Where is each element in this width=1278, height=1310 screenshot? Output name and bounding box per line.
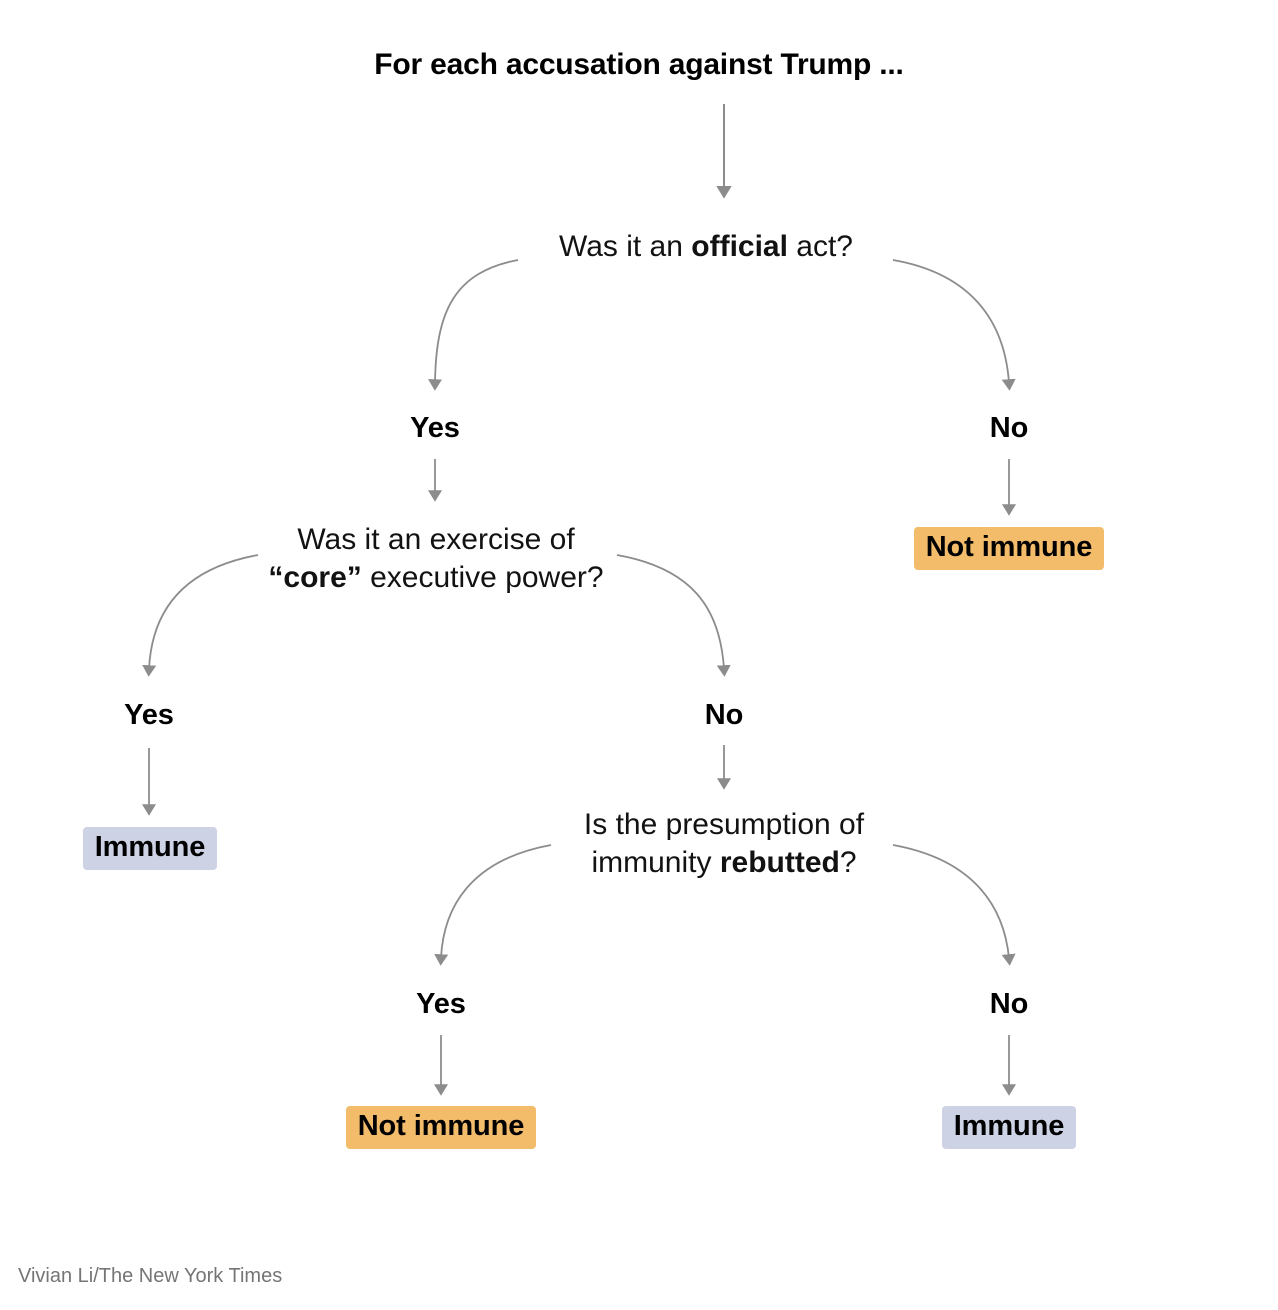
question-official-act: Was it an official act?	[439, 228, 973, 266]
edge-q1-no	[892, 259, 1016, 391]
branch-label-q2-yes: Yes	[49, 699, 249, 732]
branch-label-q3-yes-text: Yes	[416, 988, 466, 1020]
branch-label-q2-yes-text: Yes	[124, 699, 174, 731]
question-presumption-rebutted-line2-pre: immunity	[591, 846, 720, 880]
question-presumption-rebutted-emphasis: rebutted	[719, 846, 840, 880]
question-core-power-line1: Was it an exercise of	[297, 523, 575, 556]
outcome-q1-no: Not immune	[809, 527, 1209, 570]
status-badge-not-immune-bottom: Not immune	[345, 1106, 537, 1149]
question-presumption-rebutted-line1: Is the presumption of	[583, 808, 865, 841]
question-core-power-emphasis: “core”	[268, 561, 362, 595]
question-official-act-part2: act?	[787, 230, 853, 263]
branch-label-q1-no-text: No	[989, 412, 1029, 444]
branch-label-q2-no: No	[624, 699, 824, 732]
question-presumption-rebutted: Is the presumption of immunity rebutted?	[468, 806, 980, 883]
branch-label-q1-yes: Yes	[335, 412, 535, 445]
branch-label-q3-yes: Yes	[341, 988, 541, 1021]
branch-label-q3-no: No	[909, 988, 1109, 1021]
branch-label-q2-no-text: No	[704, 699, 744, 731]
chart-title-text: For each accusation against Trump ...	[374, 48, 904, 81]
question-core-power-line2-rest: executive power?	[361, 561, 604, 595]
edge-q1-yes	[428, 259, 519, 391]
chart-title: For each accusation against Trump ...	[0, 48, 1278, 81]
branch-label-q1-no: No	[909, 412, 1109, 445]
branch-label-q1-yes-text: Yes	[410, 412, 460, 444]
status-badge-immune-bottom: Immune	[941, 1106, 1077, 1149]
branch-label-q3-no-text: No	[989, 988, 1029, 1020]
question-official-act-part1: Was it an	[559, 230, 692, 263]
question-official-act-emphasis: official	[691, 230, 788, 263]
question-core-power: Was it an exercise of “core” executive p…	[180, 521, 692, 598]
outcome-q2-yes: Immune	[0, 827, 300, 870]
status-badge-not-immune: Not immune	[913, 527, 1105, 570]
outcome-q3-no: Immune	[859, 1106, 1159, 1149]
outcome-q3-yes: Not immune	[241, 1106, 641, 1149]
question-core-power-line2: “core” executive power?	[180, 559, 692, 597]
status-badge-immune: Immune	[82, 827, 218, 870]
question-presumption-rebutted-line2: immunity rebutted?	[468, 844, 980, 882]
question-presumption-rebutted-line2-post: ?	[839, 846, 857, 880]
credit-line: Vivian Li/The New York Times	[18, 1265, 283, 1287]
